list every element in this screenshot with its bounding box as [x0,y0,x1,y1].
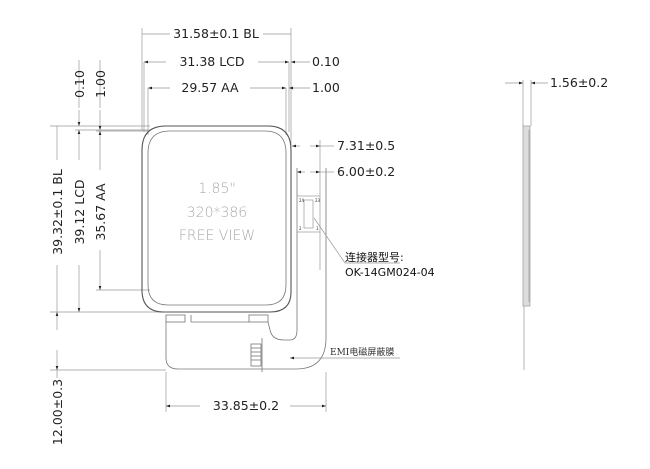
pin-23-label: 23 [315,198,321,203]
lcd-height-label: 39.12 LCD [72,179,87,244]
pad-right [248,314,269,323]
bl-height-label: 39.32±0.1 BL [50,169,65,255]
lcd-margin-top-label: 0.10 [72,70,87,98]
fpc-length-label: 12.00±0.3 [50,379,65,445]
connector-model: OK-14GM024-04 [345,266,435,279]
resolution-text: 320*386 [187,205,247,221]
view-angle-text: FREE VIEW [179,228,255,244]
connector-callout: 连接器型号: OK-14GM024-04 [313,217,435,279]
pin-1-label: 1 [316,226,319,231]
top-dimensions: 31.58±0.1 BL 31.38 LCD 29.57 AA 0.10 1.0… [141,26,340,145]
lcd-margin-right-label: 0.10 [312,54,340,69]
lcd-width-label: 31.38 LCD [179,54,244,69]
side-view: 1.56±0.2 [505,75,608,370]
fpc-flex: 24 23 2 1 [165,160,327,372]
pin-24-label: 24 [299,198,305,203]
fpc-total-width-label: 33.85±0.2 [213,398,279,413]
bl-width-label: 31.58±0.1 BL [173,26,259,41]
aa-margin-top-label: 1.00 [93,70,108,98]
connector [296,195,321,233]
screen-size-text: 1.85" [198,181,236,197]
fpc-dimensions: 7.31±0.5 6.00±0.2 33.85±0.2 [165,138,395,413]
fpc-width-label: 6.00±0.2 [337,164,395,179]
connector-label: 连接器型号: [345,250,404,264]
emi-callout: EMI电磁屏蔽膜 [290,346,400,360]
aa-margin-right-label: 1.00 [312,80,340,95]
thickness-label: 1.56±0.2 [550,75,608,90]
fpc-offset-label: 7.31±0.5 [337,138,395,153]
left-dimensions: 39.32±0.1 BL 39.12 LCD 35.67 AA 0.10 1.0… [50,60,166,445]
display-outline: 1.85" 320*386 FREE VIEW [141,125,292,313]
coil-component [250,338,263,372]
pad-left [165,314,186,323]
aa-width-label: 29.57 AA [181,80,239,95]
emi-label: EMI电磁屏蔽膜 [330,346,394,358]
aa-height-label: 35.67 AA [93,183,108,241]
pin-2-label: 2 [299,226,302,231]
